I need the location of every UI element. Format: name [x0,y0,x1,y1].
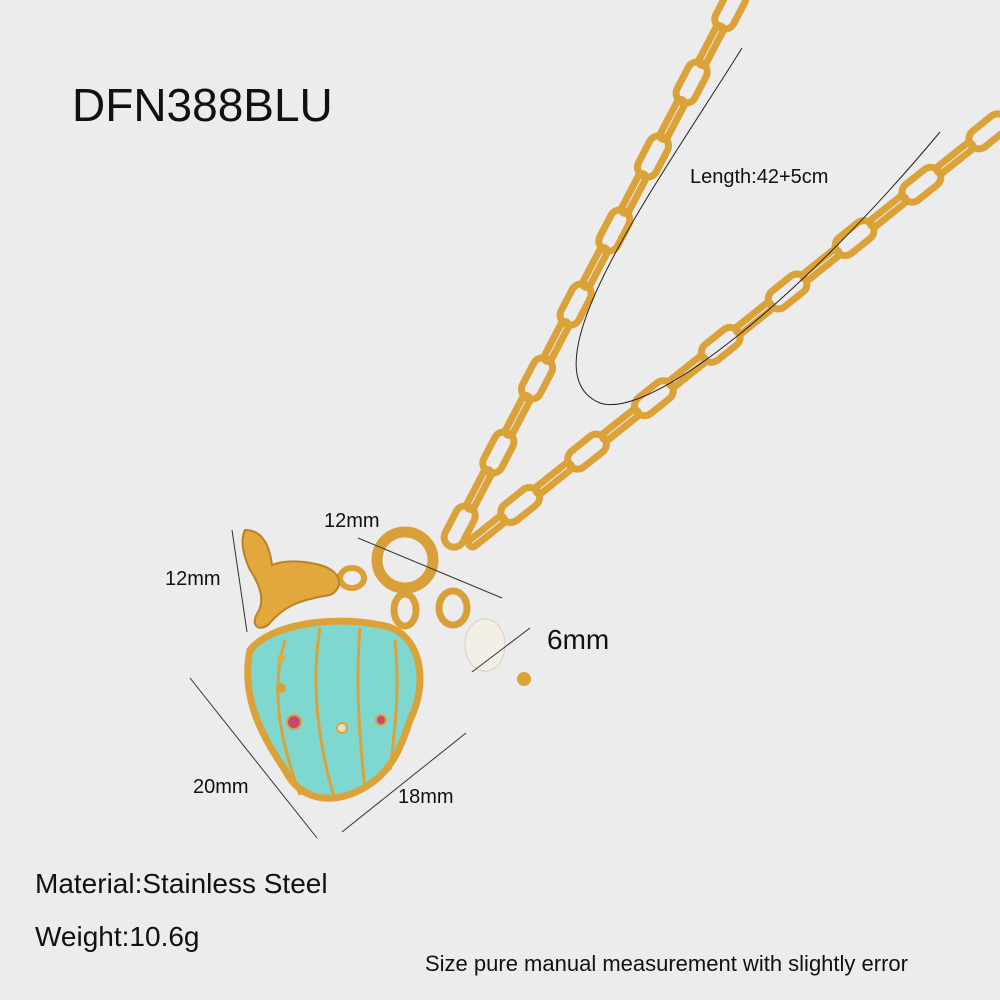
length-label: Length:42+5cm [690,166,829,188]
shell-width-dimension: 18mm [398,786,454,808]
shell-pendant [244,617,424,802]
shell-height-dimension: 20mm [193,776,249,798]
ring-dimension: 12mm [324,510,380,532]
product-code: DFN388BLU [72,79,333,131]
chain-link [465,512,509,551]
measurement-note: Size pure manual measurement with slight… [425,951,908,976]
hand-charm [241,528,340,629]
material-label: Material:Stainless Steel [35,868,328,899]
pearl-dimension: 6mm [547,624,610,655]
pearl [464,618,506,672]
paperclip-chain [440,0,1000,551]
crystal-stones [276,654,387,734]
hand-charm-dimension: 12mm [165,568,221,590]
dimension-lines [189,529,531,839]
length-curve [575,47,941,405]
weight-label: Weight:10.6g [35,921,200,952]
jump-ring [337,565,367,591]
jump-ring [435,587,471,629]
pearl-bead [517,672,531,686]
jump-ring [390,590,420,630]
clasp-ring [371,526,439,594]
chain-link [440,502,479,551]
